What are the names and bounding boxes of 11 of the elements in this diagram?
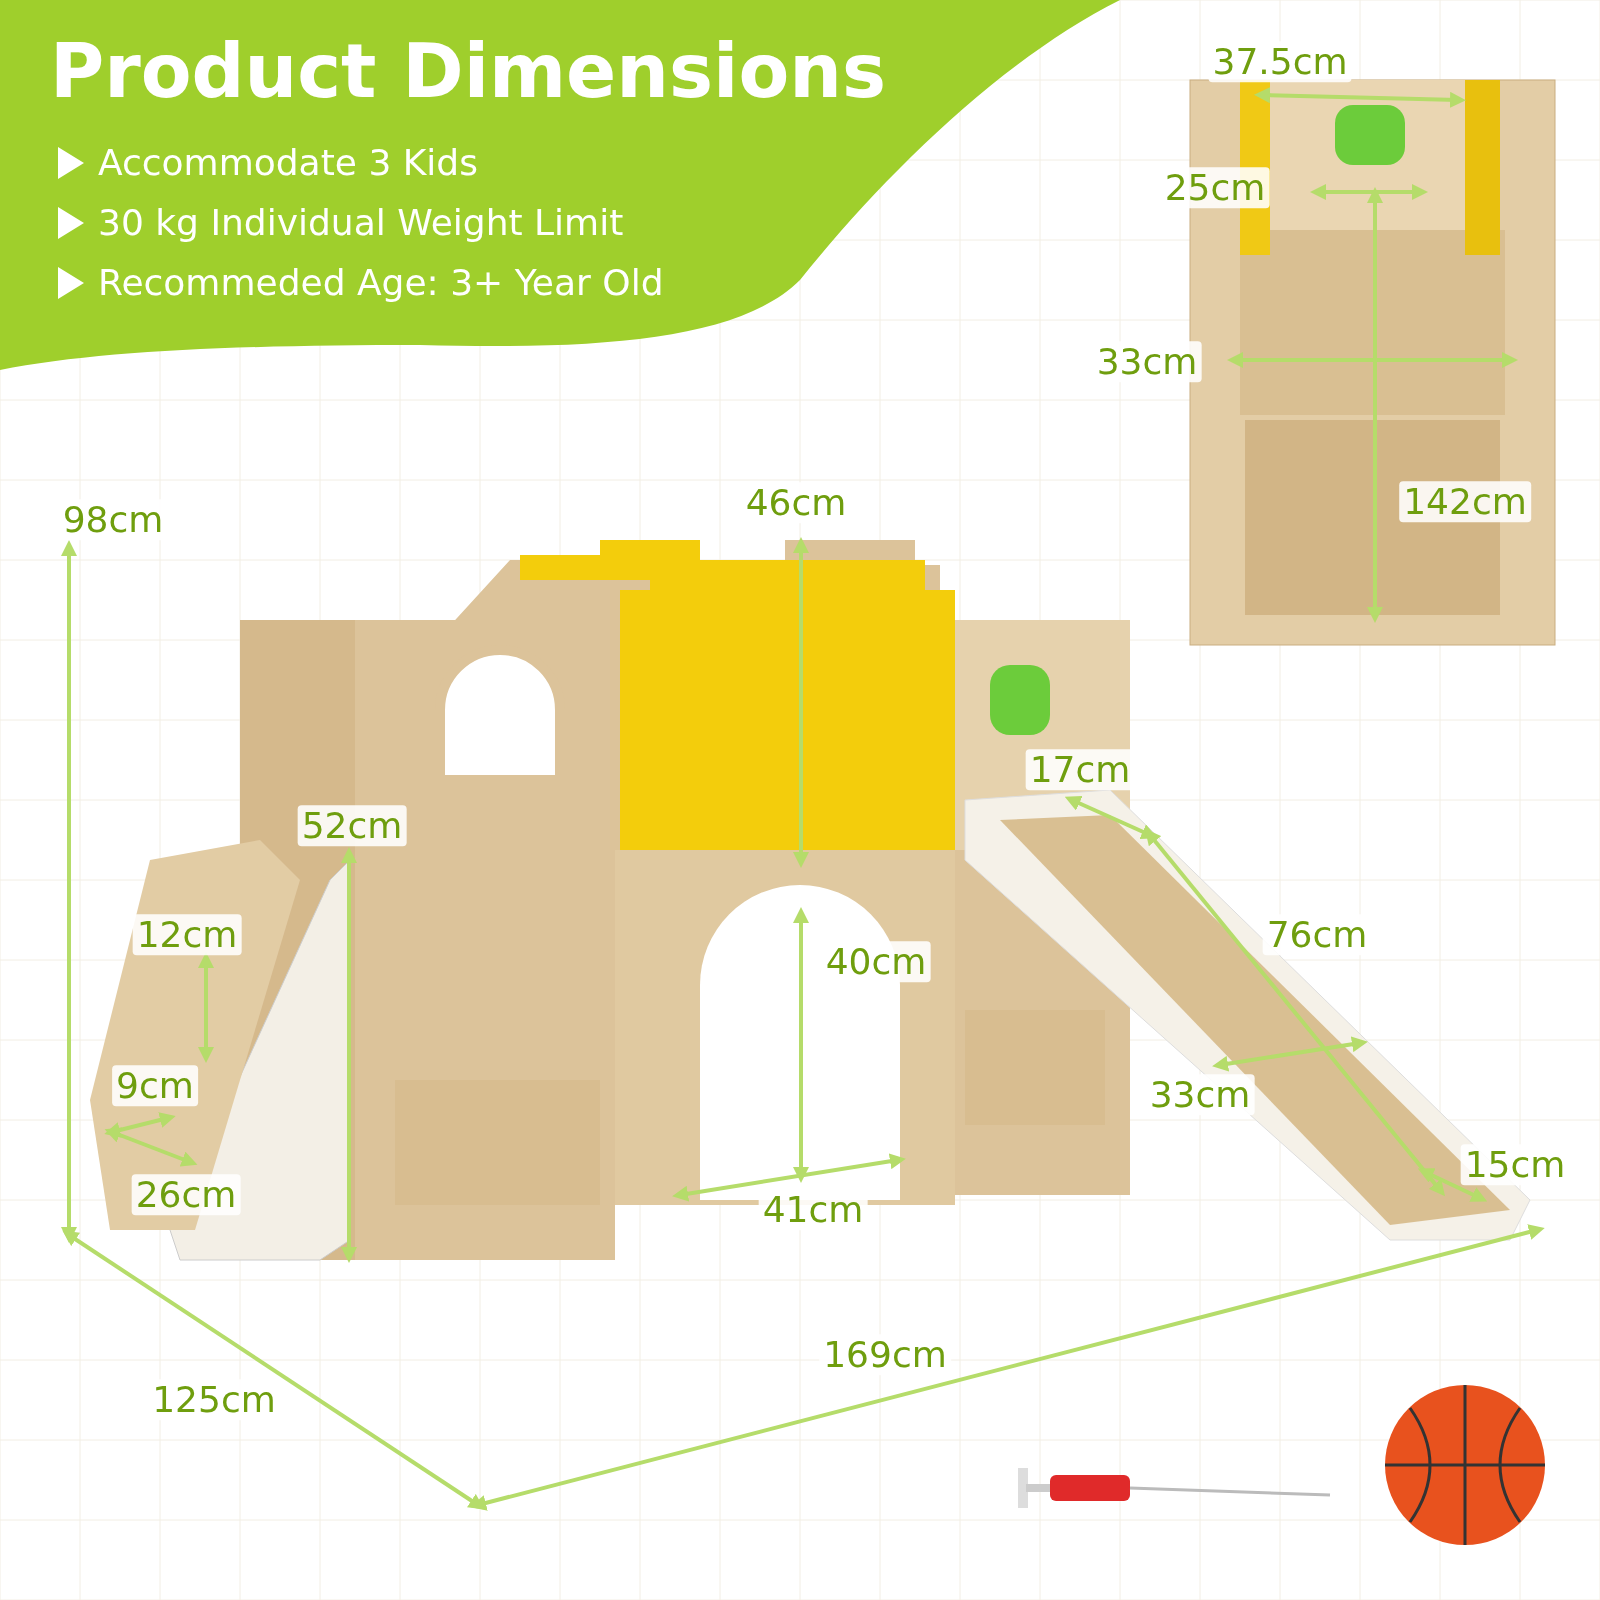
dimension-label: 52cm xyxy=(297,805,407,847)
dimension-label: 12cm xyxy=(132,914,242,956)
dimension-label: 26cm xyxy=(131,1174,241,1216)
title: Product Dimensions xyxy=(50,28,886,114)
dimension-label: 9cm xyxy=(112,1065,198,1107)
feature-text: Accommodate 3 Kids xyxy=(98,142,478,183)
dimension-label: 169cm xyxy=(819,1334,951,1376)
dimension-label: 142cm xyxy=(1399,481,1531,523)
dimension-label: 37.5cm xyxy=(1208,41,1352,83)
feature-text: 30 kg Individual Weight Limit xyxy=(98,202,624,243)
feature-text: Recommeded Age: 3+ Year Old xyxy=(98,262,664,303)
